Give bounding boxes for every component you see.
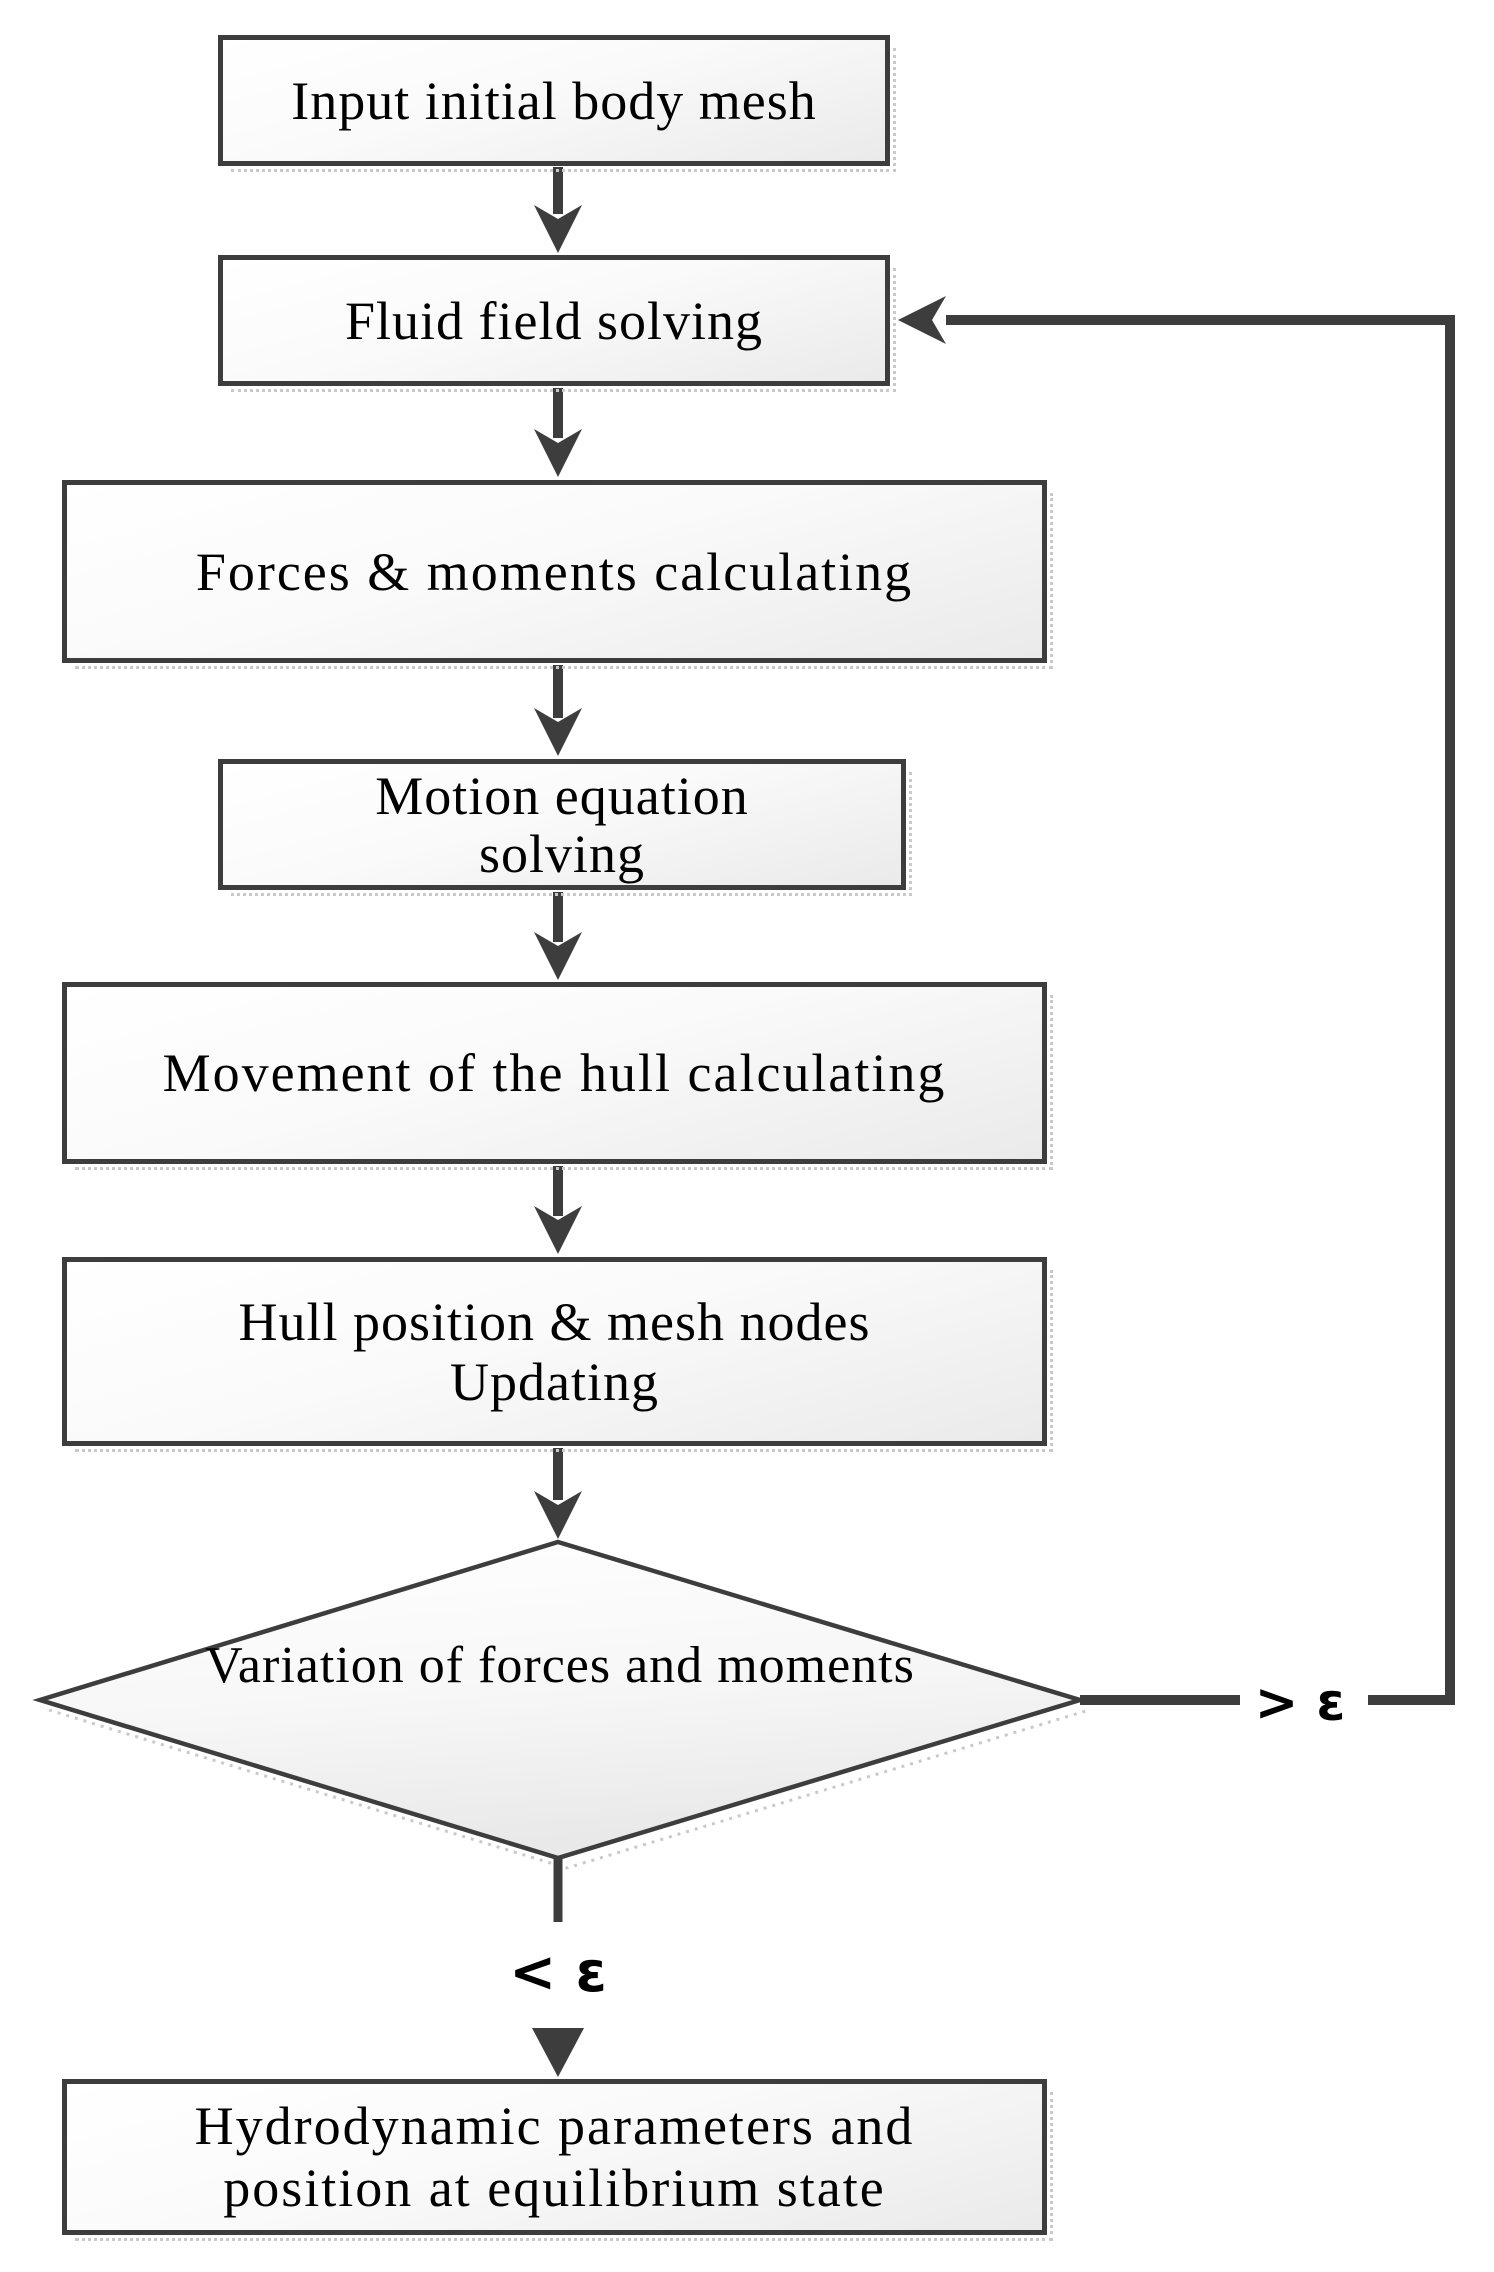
arrow-decision-loopback-to-fluid <box>898 296 1455 1705</box>
node-forces-moments-calculating: Forces & moments calculating <box>62 480 1053 669</box>
node-equilibrium-result: Hydrodynamic parameters and position at … <box>62 2079 1053 2241</box>
node-label: Movement of the hull calculating <box>162 1043 947 1103</box>
node-fluid-field-solving: Fluid field solving <box>218 255 896 392</box>
node-input-initial-body-mesh: Input initial body mesh <box>218 35 896 172</box>
node-hull-movement-calculating: Movement of the hull calculating <box>62 982 1053 1170</box>
node-label-line: position at equilibrium state <box>223 2158 886 2218</box>
node-label-line: Hydrodynamic parameters and <box>194 2096 915 2156</box>
arrow-fluid-to-forces <box>534 388 582 477</box>
node-hull-position-mesh-updating: Hull position & mesh nodes Updating <box>62 1257 1053 1452</box>
arrow-forces-to-motion <box>534 665 582 756</box>
node-label: Input initial body mesh <box>291 70 817 131</box>
node-label-line: Hull position & mesh nodes <box>238 1291 871 1352</box>
node-label: Forces & moments calculating <box>195 541 914 602</box>
node-label-line: solving <box>478 823 646 884</box>
node-motion-equation-solving: Motion equation solving <box>218 759 912 896</box>
arrow-motion-to-movement <box>534 892 582 980</box>
arrow-movement-to-update <box>534 1166 582 1254</box>
node-label: Fluid field solving <box>344 290 763 351</box>
node-label-line: Updating <box>450 1351 659 1412</box>
branch-label-less-epsilon: < ε <box>509 1940 607 2005</box>
arrow-decision-to-result <box>532 1859 584 2077</box>
branch-label-greater-epsilon: > ε <box>1254 1673 1346 1733</box>
decision-diamond-shape <box>32 1539 1090 1870</box>
node-label-line: moments <box>717 1637 915 1694</box>
node-label-line: Variation of forces and <box>205 1637 704 1694</box>
arrow-input-to-fluid <box>534 167 582 253</box>
node-variation-decision-label: Variation of forces and moments <box>168 1634 952 1698</box>
node-label-line: Motion equation <box>375 765 749 826</box>
diamond-shadow <box>48 1708 1090 1870</box>
arrow-update-to-decision <box>534 1448 582 1539</box>
